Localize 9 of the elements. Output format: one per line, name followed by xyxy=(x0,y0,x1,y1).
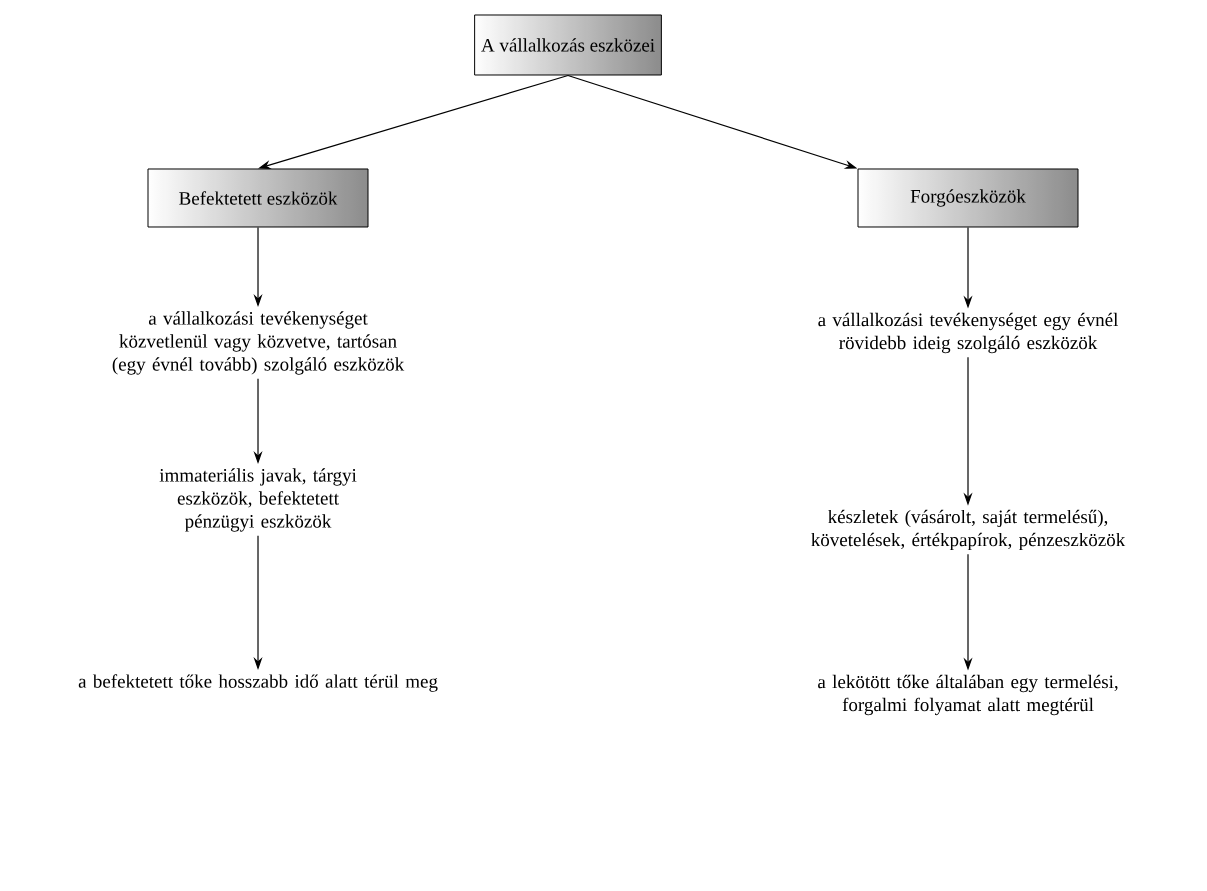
category-box: Befektetett eszközök xyxy=(147,168,369,228)
description-text: a befektetett tőke hosszabb idő alatt térül meg xyxy=(78,674,438,692)
description-text: készletek (vásárolt, saját termelésű), követelések, értékpapírok, pénzeszközök xyxy=(811,509,1126,551)
description-text: immateriális javak, tárgyi eszközök, befektetett pénzügyi eszközök xyxy=(159,468,357,532)
description-text: a lekötött tőke általában egy termelési, forgalmi folyamat alatt megtérül xyxy=(818,674,1118,716)
description-text: a vállalkozási tevékenységet egy évnél rövidebb ideig szolgáló eszközök xyxy=(818,312,1118,354)
description-text: a vállalkozási tevékenységet közvetlenül vagy közvetve, tartósan (egy évnél tovább) szolgáló eszközök xyxy=(112,311,405,375)
category-box: A vállalkozás eszközei xyxy=(474,14,662,76)
category-box: Forgóeszközök xyxy=(857,168,1079,228)
